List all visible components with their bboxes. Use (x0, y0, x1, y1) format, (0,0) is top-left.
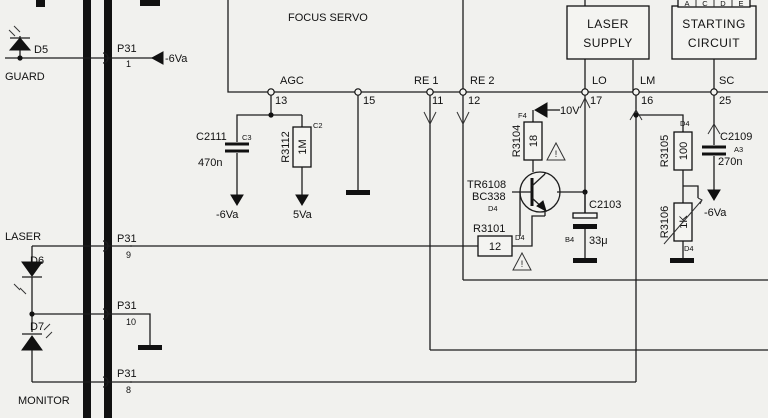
r3104-supply: 10V (560, 105, 580, 117)
sc-network: C2109 A3 270n -6Va (702, 95, 752, 219)
laser-supply-line2: SUPPLY (583, 36, 632, 50)
laser-drive-circuit: 10V F4 18 R3104 ! TR6108 BC338 D4 C2103 … (130, 95, 621, 271)
top-right-cells: A C D E (677, 0, 751, 8)
svg-text:!: ! (521, 259, 524, 269)
pin-re1-num: 11 (432, 95, 443, 107)
p31-pin-10: 10 (126, 317, 136, 327)
pin-lo-name: LO (592, 75, 607, 87)
pin-re2-name: RE 2 (470, 75, 494, 87)
pin-sc-name: SC (719, 75, 734, 87)
svg-text:!: ! (555, 149, 558, 159)
c2103-ref: C2103 (589, 199, 621, 211)
d7-ref: D7 (30, 321, 44, 333)
pin-lm-name: LM (640, 75, 655, 87)
c2109-supply: -6Va (704, 207, 727, 219)
c2103-value: 33μ (589, 235, 608, 247)
pin-agc-num: 13 (275, 95, 287, 107)
cell-label-d: D (720, 0, 726, 8)
r3112-loc: C2 (313, 121, 323, 130)
starting-circuit-line1: STARTING (682, 17, 746, 31)
c2109-value: 270n (718, 156, 742, 168)
d7-label: MONITOR (18, 395, 70, 407)
p31-ref-8: P31 (117, 368, 137, 380)
pin-agc-name: AGC (280, 75, 304, 87)
r3112-ref: R3112 (280, 131, 292, 163)
r3112-value: 1M (297, 139, 309, 154)
p31-ref-10: P31 (117, 300, 137, 312)
re-lines (423, 95, 768, 351)
diode-d6: LASER D6 (5, 231, 44, 314)
agc-network: C2111 C3 470n -6Va 1M R3112 C2 5Va (196, 95, 323, 221)
r3105-loc: D4 (680, 119, 690, 128)
pin-sc-num: 25 (719, 95, 731, 107)
r3105-ref: R3105 (659, 135, 671, 167)
r3106-ref: R3106 (659, 206, 671, 238)
starting-circuit-line2: CIRCUIT (688, 36, 740, 50)
d6-label: LASER (5, 231, 41, 243)
ic-pins: AGC 13 15 RE 1 11 RE 2 12 LO 17 LM 16 SC… (267, 75, 734, 107)
tr6108-loc: D4 (488, 204, 498, 213)
p31-pin-8: 8 (126, 385, 131, 395)
connector-p31: P31 1 -6Va P31 9 P31 10 P31 8 (5, 43, 188, 395)
r3104-loc: F4 (518, 111, 527, 120)
c2111-loc: C3 (242, 133, 252, 142)
r3101-loc: D4 (515, 233, 525, 242)
diode-d5: D5 GUARD (5, 25, 48, 83)
d5-ref: D5 (34, 44, 48, 56)
d5-label: GUARD (5, 71, 45, 83)
cell-label-c: C (702, 0, 708, 8)
c2103-loc: B4 (565, 235, 574, 244)
c2109-loc: A3 (734, 145, 743, 154)
agc-supply: -6Va (216, 209, 239, 221)
p31-pin-9: 9 (126, 250, 131, 260)
d6-ref: D6 (30, 255, 44, 267)
focus-servo-label: FOCUS SERVO (288, 12, 368, 24)
p31-pin-1: 1 (126, 59, 131, 69)
pin15-ground (346, 95, 370, 195)
d5-supply: -6Va (165, 53, 188, 65)
laser-supply-box: LASER SUPPLY (566, 0, 650, 92)
monitor-network: D4 100 R3105 1K R3106 D4 (130, 95, 703, 383)
cell-label-e: E (738, 0, 743, 8)
r3112-supply: 5Va (293, 209, 313, 221)
r3101-ref: R3101 (473, 223, 505, 235)
c2111-value: 470n (198, 157, 222, 169)
pin-15-num: 15 (363, 95, 375, 107)
r3104-ref: R3104 (511, 125, 523, 157)
tr6108-ref: TR6108 (467, 179, 506, 191)
r3106-loc: D4 (684, 244, 694, 253)
tr6108-type: BC338 (472, 191, 506, 203)
pin-lm-num: 16 (641, 95, 653, 107)
c2109-ref: C2109 (720, 131, 752, 143)
r3105-value: 100 (678, 142, 690, 160)
laser-supply-line1: LASER (587, 17, 629, 31)
pin-re1-name: RE 1 (414, 75, 438, 87)
r3101-value: 12 (489, 241, 501, 253)
c2111-ref: C2111 (196, 131, 227, 143)
p31-ref-9: P31 (117, 233, 137, 245)
diode-d7: D7 MONITOR (18, 311, 70, 407)
connector-strips (36, 0, 160, 418)
p31-ref-1: P31 (117, 43, 137, 55)
pin-lo-num: 17 (590, 95, 602, 107)
pin-re2-num: 12 (468, 95, 480, 107)
cell-label-a: A (684, 0, 689, 8)
r3106-value: 1K (678, 215, 690, 229)
starting-circuit-box: STARTING CIRCUIT (671, 5, 757, 92)
r3104-value: 18 (528, 135, 540, 147)
